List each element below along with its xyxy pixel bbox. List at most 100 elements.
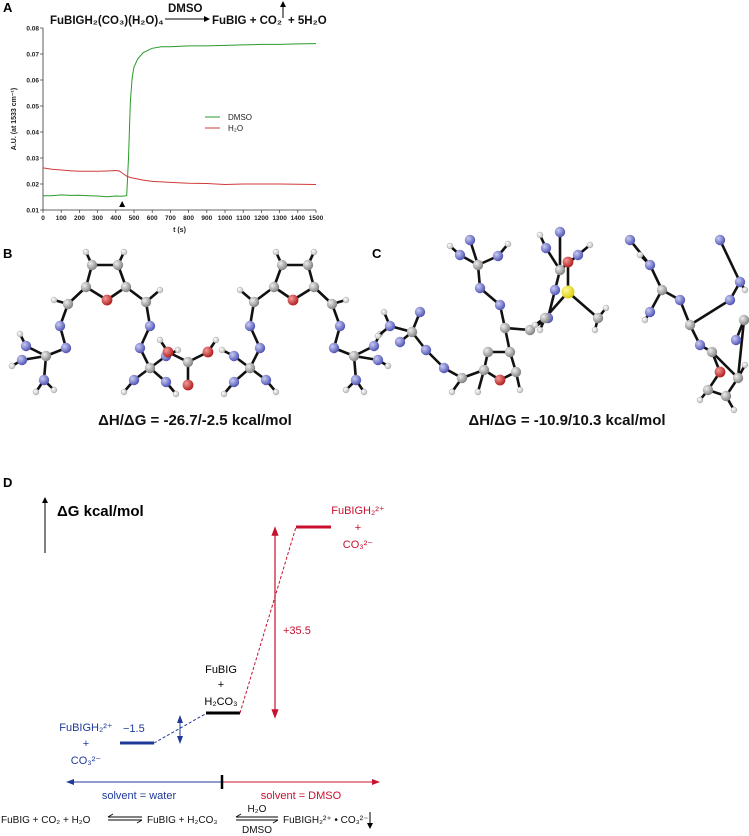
nitrogen-atom	[714, 234, 726, 246]
panel-label-b: B	[3, 246, 12, 261]
carbon-atom	[499, 322, 511, 334]
y-tick-label: 0.07	[26, 51, 39, 58]
hydrogen-atom	[536, 231, 544, 239]
hydrogen-atom	[342, 386, 350, 394]
hydrogen-atom	[342, 296, 350, 304]
series-line-h2o	[42, 167, 317, 186]
oxygen-atom	[287, 294, 299, 306]
energy-label-b: ΔH/ΔG = -26.7/-2.5 kcal/mol	[98, 412, 292, 429]
x-tick-label: 500	[129, 215, 140, 222]
oxygen-atom	[714, 366, 726, 378]
dmso-state-line3: CO₃²⁻	[343, 539, 374, 551]
hydrogen-atom	[516, 386, 524, 394]
products-tail: + 5H₂O	[288, 15, 327, 27]
condition-label: DMSO	[168, 3, 203, 15]
carbon-atom	[510, 366, 522, 378]
oxygen-atom	[494, 374, 506, 386]
carbon-atom	[720, 390, 732, 402]
hydrogen-atom	[374, 332, 382, 340]
carbon-atom	[80, 281, 92, 293]
x-tick-label: 1000	[218, 215, 233, 222]
hydrogen-atom	[50, 386, 58, 394]
hydrogen-atom	[212, 336, 220, 344]
x-tick-label: 200	[74, 215, 85, 222]
molecule-model-b	[8, 248, 392, 398]
hydrogen-atom	[174, 346, 182, 354]
nitrogen-atom	[350, 374, 362, 386]
nitrogen-atom	[60, 342, 72, 354]
nitrogen-atom	[414, 306, 426, 318]
nitrogen-atom	[454, 249, 466, 261]
reaction-equation-a: FuBIGH₂(CO₃)(H₂O)₄ DMSO FuBIG + CO₂ + 5H…	[50, 1, 327, 27]
hydrogen-atom	[384, 362, 392, 370]
nitrogen-atom	[540, 242, 552, 254]
carbon-atom	[478, 364, 490, 376]
carbon-atom	[326, 298, 338, 310]
hydrogen-atom	[504, 240, 512, 248]
carbon-atom	[684, 319, 696, 331]
nitrogen-atom	[38, 374, 50, 386]
legend-label: H₂O	[228, 124, 243, 133]
sulfur-atom	[561, 285, 575, 299]
carbon-atom	[144, 362, 156, 374]
nitrogen-atom	[464, 234, 476, 246]
nitrogen-atom	[438, 362, 450, 374]
x-tick-label: 1300	[272, 215, 287, 222]
equilibrium-equation: FuBIG + CO₂ + H₂O FuBIG + H₂CO₃ H₂O DMSO…	[1, 804, 373, 836]
nitrogen-atom	[20, 340, 32, 352]
hydrogen-atom	[586, 241, 594, 249]
nitrogen-atom	[144, 320, 156, 332]
equilibrium-arrow-1	[107, 813, 143, 824]
solvent-dmso-label: solvent = DMSO	[261, 790, 342, 802]
hydrogen-atom	[272, 248, 280, 256]
water-state-line3: CO₃²⁻	[71, 755, 102, 767]
carbon-atom	[554, 264, 566, 276]
water-delta-value: −1.5	[123, 723, 145, 735]
neutral-state-line3: H₂CO₃	[204, 696, 237, 708]
carbon-atom	[62, 298, 74, 310]
y-tick-label: 0.02	[26, 181, 39, 188]
reactant: FuBIGH₂(CO₃)(H₂O)₄	[50, 15, 164, 27]
hydrogen-atom	[636, 251, 644, 259]
hydrogen-atom	[82, 248, 90, 256]
carbon-atom	[482, 346, 494, 358]
x-tick-label: 0	[41, 215, 45, 222]
carbon-atom	[308, 281, 320, 293]
bond	[567, 291, 599, 319]
nitrogen-atom	[694, 339, 706, 351]
nitrogen-atom	[134, 342, 146, 354]
y-tick-label: 0.03	[26, 155, 39, 162]
neutral-state: FuBIG + H₂CO₃	[204, 664, 240, 715]
hydrogen-atom	[310, 248, 318, 256]
hydrogen-atom	[446, 242, 454, 250]
hydrogen-atom	[741, 361, 749, 369]
nitrogen-atom	[572, 249, 584, 261]
bond	[689, 298, 731, 327]
x-tick-label: 100	[56, 215, 67, 222]
hydrogen-atom	[360, 388, 368, 396]
equation-condition-top: H₂O	[248, 804, 267, 815]
x-tick-label: 300	[92, 215, 103, 222]
water-state: FuBIGH₂²⁺ + CO₃²⁻	[59, 722, 154, 767]
carbon-atom	[592, 312, 604, 324]
x-tick-label: 800	[183, 215, 194, 222]
hydrogen-atom	[448, 388, 456, 396]
carbon-atom	[456, 372, 468, 384]
carbon-atom	[732, 372, 744, 384]
hydrogen-atom	[220, 390, 228, 398]
hydrogen-atom	[50, 296, 58, 304]
hydrogen-atom	[32, 388, 40, 396]
x-tick-label: 700	[165, 215, 176, 222]
water-state-line2: +	[83, 738, 89, 750]
hydrogen-atom	[16, 330, 24, 338]
carbon-atom	[504, 346, 516, 358]
y-tick-label: 0.06	[26, 77, 39, 84]
carbon-atom	[656, 284, 668, 296]
nitrogen-atom	[554, 226, 566, 238]
hydrogen-atom	[536, 326, 544, 334]
x-tick-label: 400	[110, 215, 121, 222]
nitrogen-atom	[420, 344, 432, 356]
nitrogen-atom	[384, 320, 396, 332]
